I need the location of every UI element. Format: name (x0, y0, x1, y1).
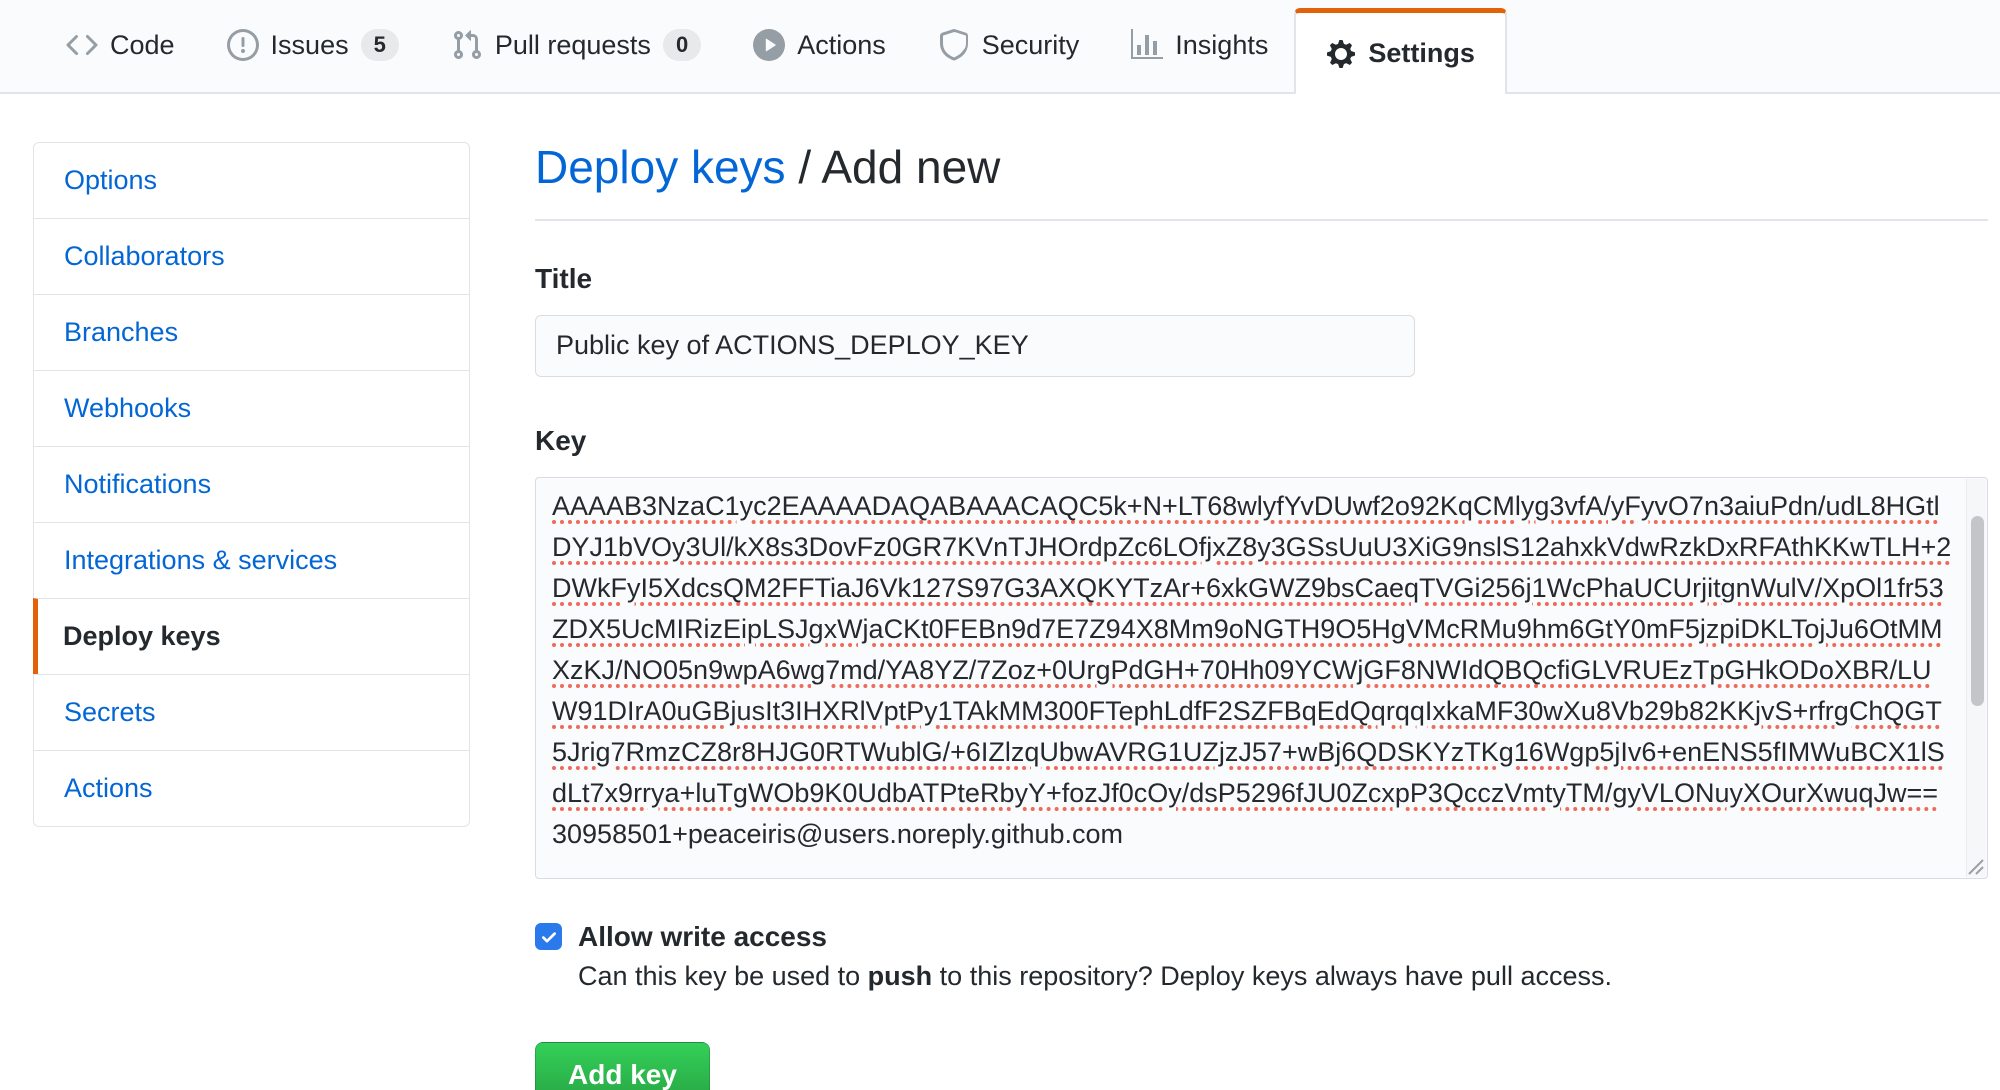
pr-count-badge: 0 (662, 29, 702, 61)
tab-label: Code (110, 29, 175, 60)
settings-sidebar: Options Collaborators Branches Webhooks … (33, 142, 470, 827)
gear-icon (1327, 39, 1356, 68)
tab-actions[interactable]: Actions (727, 0, 912, 92)
play-circle-icon (753, 29, 786, 61)
repo-tab-nav: Code Issues 5 Pull requests 0 Actions Se… (0, 0, 2000, 94)
sidebar-item-actions[interactable]: Actions (34, 750, 469, 826)
issue-opened-icon (226, 29, 259, 61)
pull-request-icon (453, 30, 481, 60)
issues-count-badge: 5 (360, 29, 399, 61)
tab-label: Pull requests (494, 29, 651, 60)
textarea-scrollbar-thumb[interactable] (1971, 515, 1984, 706)
sidebar-item-secrets[interactable]: Secrets (34, 674, 469, 750)
write-access-description: Can this key be used to push to this rep… (578, 961, 1988, 992)
sidebar-item-deploy-keys[interactable]: Deploy keys (33, 598, 469, 674)
code-icon (66, 34, 98, 56)
breadcrumb-separator: / (785, 141, 822, 193)
shield-icon (939, 29, 968, 61)
title-input[interactable] (535, 314, 1415, 377)
deploy-keys-breadcrumb-link[interactable]: Deploy keys (535, 141, 786, 193)
allow-write-access-checkbox[interactable] (535, 923, 562, 951)
heading-divider (535, 218, 1988, 221)
page-title: Deploy keys / Add new (535, 142, 1988, 193)
add-key-button[interactable]: Add key (535, 1041, 710, 1090)
sidebar-item-collaborators[interactable]: Collaborators (34, 218, 469, 294)
tab-label: Actions (797, 29, 886, 60)
tab-pull-requests[interactable]: Pull requests 0 (425, 0, 727, 92)
sidebar-item-integrations[interactable]: Integrations & services (34, 522, 469, 598)
key-comment-text: 30958501+peaceiris@users.noreply.github.… (552, 777, 1946, 849)
breadcrumb-current: Add new (821, 141, 1001, 193)
key-label: Key (535, 424, 587, 456)
sidebar-item-branches[interactable]: Branches (34, 294, 469, 370)
title-label: Title (535, 262, 593, 294)
tab-label: Insights (1175, 29, 1269, 60)
tab-code[interactable]: Code (40, 0, 201, 92)
tab-security[interactable]: Security (912, 0, 1106, 92)
textarea-resize-grip[interactable] (1963, 854, 1985, 876)
deploy-key-form: Deploy keys / Add new Title Key AAAAB3Nz… (535, 142, 1988, 1090)
tab-label: Security (981, 29, 1080, 60)
allow-write-access-label[interactable]: Allow write access (578, 920, 828, 952)
sidebar-item-options[interactable]: Options (64, 165, 158, 195)
graph-icon (1131, 29, 1164, 59)
tab-insights[interactable]: Insights (1105, 0, 1294, 92)
sidebar-item-notifications[interactable]: Notifications (34, 446, 469, 522)
tab-label: Issues (270, 29, 349, 60)
description-prefix: Can this key be used to (578, 960, 868, 991)
description-suffix: to this repository? Deploy keys always h… (932, 960, 1612, 991)
checkmark-icon (541, 931, 556, 943)
tab-label: Settings (1368, 38, 1475, 68)
key-body-text: AAAAB3NzaC1yc2EAAAADAQABAAACAQC5k+N+LT68… (552, 490, 1952, 808)
sidebar-item-webhooks[interactable]: Webhooks (34, 370, 469, 446)
tab-settings[interactable]: Settings (1294, 8, 1507, 94)
tab-issues[interactable]: Issues 5 (201, 0, 425, 92)
key-value: AAAAB3NzaC1yc2EAAAADAQABAAACAQC5k+N+LT68… (552, 486, 1953, 855)
key-textarea[interactable]: AAAAB3NzaC1yc2EAAAADAQABAAACAQC5k+N+LT68… (535, 476, 1988, 879)
description-bold: push (867, 960, 933, 991)
